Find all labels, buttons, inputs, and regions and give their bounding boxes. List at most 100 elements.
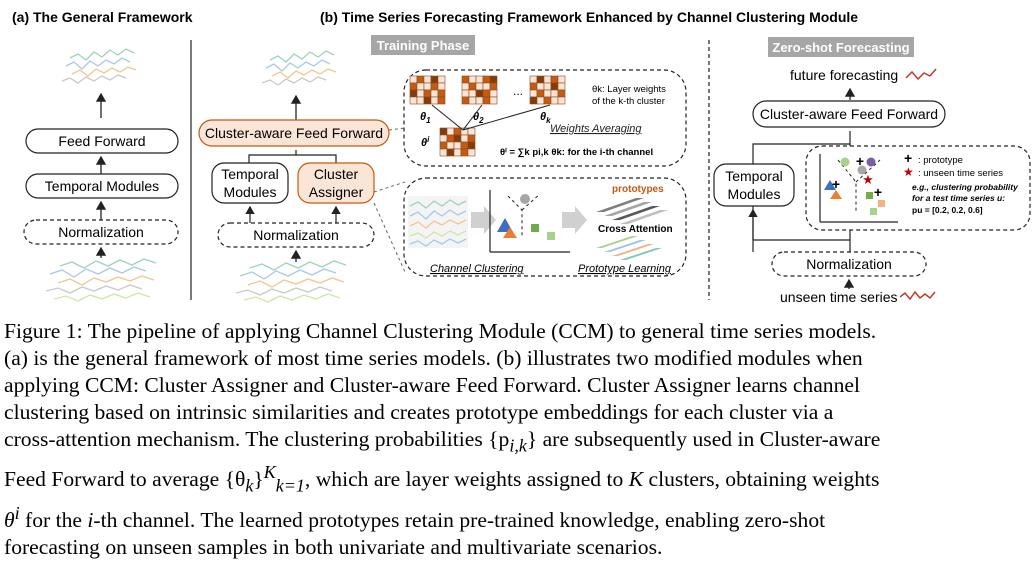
normalization-label-c: Normalization xyxy=(806,256,892,272)
matrix-cell xyxy=(460,141,469,150)
caption-line-2: (a) is the general framework of most tim… xyxy=(4,346,863,370)
caption-line-3: applying CCM: Cluster Assigner and Clust… xyxy=(4,373,860,397)
example-line2: for a test time series u: xyxy=(912,193,1005,203)
svg-text:+: + xyxy=(856,153,864,169)
panel-a-input-series xyxy=(45,258,157,302)
panel-b-input-series xyxy=(235,260,347,303)
example-line1: e.g., clustering probability xyxy=(912,182,1019,192)
matrix-cell xyxy=(543,75,552,84)
matrix-cell xyxy=(461,96,470,105)
matrix-cell xyxy=(550,82,559,91)
caption-line-8: forecasting on unseen samples in both un… xyxy=(4,535,663,559)
matrix-cell xyxy=(446,148,455,157)
legend-plus-icon: + xyxy=(904,150,912,166)
matrix-cell xyxy=(467,127,476,136)
layer-weights-line1: θk: Layer weights xyxy=(592,84,666,95)
matrix-cell xyxy=(475,82,484,91)
matrix-cell xyxy=(468,96,477,105)
caption-line-4: clustering based on intrinsic similariti… xyxy=(4,400,834,424)
matrix-cell xyxy=(446,127,455,136)
normalization-box-b xyxy=(217,222,375,248)
input-prototype-bars xyxy=(596,236,662,260)
matrix-cell xyxy=(461,82,470,91)
theta2-symbol: θ2 xyxy=(473,111,484,125)
normalization-box-c xyxy=(771,251,927,277)
prototype-learning-label: Prototype Learning xyxy=(578,263,672,275)
temporal-line1-b: Temporal xyxy=(221,166,279,182)
panel-b-title: (b) Time Series Forecasting Framework En… xyxy=(320,9,858,25)
cluster-aware-ff-label-c: Cluster-aware Feed Forward xyxy=(760,106,938,122)
figure-caption: Figure 1: The pipeline of applying Chann… xyxy=(4,318,1030,559)
matrix-cell xyxy=(460,148,469,157)
theta-i-symbol: θi xyxy=(421,135,430,149)
matrix-cell xyxy=(543,96,552,105)
matrix-cell xyxy=(468,75,477,84)
matrix-cell xyxy=(489,96,498,105)
averaging-lines xyxy=(431,104,551,131)
matrix-cell xyxy=(437,75,446,84)
zero-shot-plot: + + + ★ xyxy=(819,153,898,223)
legend-star-icon: ★ xyxy=(903,165,914,179)
matrix-cell xyxy=(550,89,559,98)
matrix-cell xyxy=(468,82,477,91)
matrix-cell xyxy=(489,75,498,84)
matrix-cell xyxy=(557,89,566,98)
cluster-line2: Assigner xyxy=(309,184,364,200)
figure-1: (a) The General Framework Feed Forward T… xyxy=(12,9,1031,305)
matrix-cell xyxy=(423,75,432,84)
unseen-series-line xyxy=(899,290,936,301)
matrix-cell xyxy=(550,75,559,84)
clustering-plot xyxy=(489,190,570,253)
example-line3: pu = [0.2, 0.2, 0.6] xyxy=(912,205,983,215)
matrix-cell xyxy=(437,89,446,98)
cluster-line1: Cluster xyxy=(314,166,359,182)
temporal-modules-box-c xyxy=(713,163,795,207)
normalization-label-a: Normalization xyxy=(58,224,144,240)
layer-weights-line2: of the k-th cluster xyxy=(592,96,665,107)
matrix-cell xyxy=(409,89,418,98)
channel-clustering-label: Channel Clustering xyxy=(430,263,524,275)
normalization-box-a xyxy=(23,219,179,245)
matrix-cell xyxy=(416,89,425,98)
matrix-cell xyxy=(475,96,484,105)
channel-clustering-series xyxy=(408,196,468,248)
matrix-cell xyxy=(461,89,470,98)
feed-forward-label: Feed Forward xyxy=(58,133,145,149)
matrix-cell xyxy=(416,82,425,91)
matrix-cell xyxy=(461,75,470,84)
matrix-cell xyxy=(453,134,462,143)
caption-line-7: θi for the i-th channel. The learned pro… xyxy=(4,502,826,532)
matrix-cell xyxy=(437,96,446,105)
prototypes-label: prototypes xyxy=(612,184,664,195)
temporal-line2-b: Modules xyxy=(224,184,277,200)
matrix-cell xyxy=(482,89,491,98)
svg-text:★: ★ xyxy=(862,172,874,187)
matrix-cell xyxy=(529,75,538,84)
prototype-bars xyxy=(596,198,668,224)
matrix-cell xyxy=(430,82,439,91)
theta1-matrix xyxy=(409,75,446,105)
training-phase-label: Training Phase xyxy=(377,38,469,53)
temporal-modules-label: Temporal Modules xyxy=(45,178,159,194)
matrix-cell xyxy=(529,82,538,91)
matrix-cell xyxy=(460,134,469,143)
matrix-cell xyxy=(536,96,545,105)
zero-shot-badge xyxy=(768,37,914,57)
future-forecasting-label: future forecasting xyxy=(790,67,898,83)
matrix-cell xyxy=(489,89,498,98)
normalization-label-b: Normalization xyxy=(253,227,339,243)
matrix-cell xyxy=(409,82,418,91)
matrix-cell xyxy=(430,75,439,84)
matrix-cell xyxy=(557,82,566,91)
caption-line-6: Feed Forward to average {θk}Kk=1, which … xyxy=(4,462,880,496)
matrix-cell xyxy=(529,89,538,98)
matrix-cell xyxy=(409,75,418,84)
panel-a-title: (a) The General Framework xyxy=(12,9,193,25)
temporal-modules-box-b xyxy=(211,162,289,204)
matrix-cell xyxy=(468,89,477,98)
matrix-cell xyxy=(536,75,545,84)
svg-text:+: + xyxy=(832,176,840,192)
matrix-cell xyxy=(409,96,418,105)
matrix-cell xyxy=(437,82,446,91)
matrix-cell xyxy=(439,141,448,150)
